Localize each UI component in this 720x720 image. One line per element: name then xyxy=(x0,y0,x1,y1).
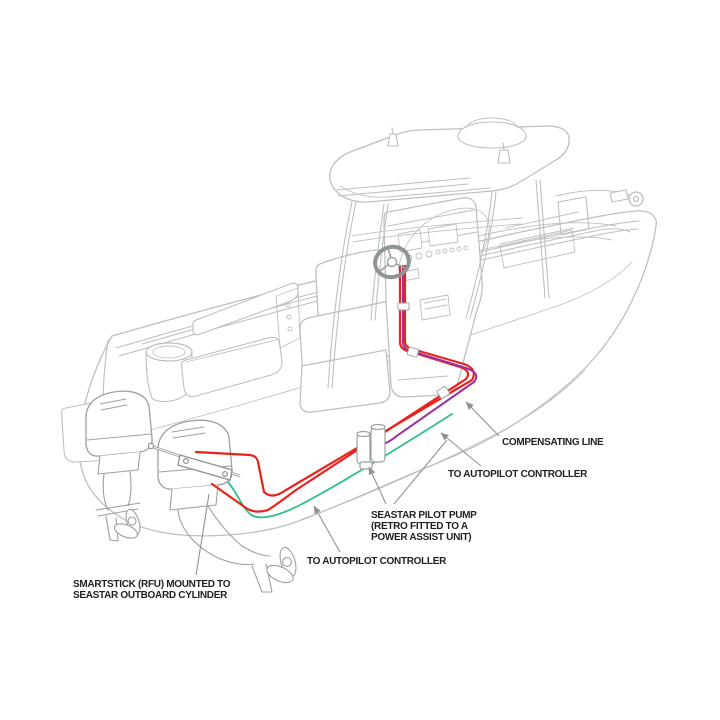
label-compensating-line: COMPENSATING LINE xyxy=(502,437,604,448)
steering-wheel xyxy=(373,244,411,280)
leader-seastar-pump-2 xyxy=(393,439,448,505)
svg-text:POWER ASSIST UNIT): POWER ASSIST UNIT) xyxy=(371,532,471,543)
leader-smartstick xyxy=(195,493,210,576)
antenna-mount xyxy=(387,127,399,147)
leader-autopilot-right xyxy=(440,432,482,467)
autopilot-line-green xyxy=(227,413,453,519)
boat-line-art xyxy=(61,117,657,593)
svg-text:(RETRO FITTED TO A: (RETRO FITTED TO A xyxy=(371,521,468,532)
label-smartstick: SMARTSTICK (RFU) MOUNTED TO SEASTAR OUTB… xyxy=(73,579,231,601)
radar-dome xyxy=(457,121,527,149)
t-top xyxy=(327,117,570,389)
antenna-mount xyxy=(497,142,511,164)
console-screen xyxy=(427,223,459,247)
anchor-roller xyxy=(628,191,644,207)
leader-compensating xyxy=(465,401,500,437)
label-seastar-pump: SEASTAR PILOT PUMP (RETRO FITTED TO A PO… xyxy=(371,510,477,543)
bow-area xyxy=(469,189,644,269)
svg-text:SEASTAR PILOT PUMP: SEASTAR PILOT PUMP xyxy=(371,510,477,521)
windshield xyxy=(397,207,490,271)
pilot-pump xyxy=(356,423,386,470)
svg-text:SMARTSTICK (RFU) MOUNTED TO: SMARTSTICK (RFU) MOUNTED TO xyxy=(73,579,231,590)
label-autopilot-bottom: TO AUTOPILOT CONTROLLER xyxy=(307,556,447,567)
smartstick-cylinder xyxy=(147,442,241,481)
helm-seat xyxy=(299,249,397,413)
outboard-engine-port xyxy=(85,390,153,542)
svg-text:SEASTAR OUTBOARD CYLINDER: SEASTAR OUTBOARD CYLINDER xyxy=(73,590,228,601)
leader-lines xyxy=(195,401,500,576)
label-autopilot-right: TO AUTOPILOT CONTROLLER xyxy=(448,469,588,480)
aft-deck xyxy=(145,282,301,403)
propeller xyxy=(114,508,141,539)
compensating-line-purple xyxy=(385,265,478,444)
propeller xyxy=(266,546,297,584)
hose-clips xyxy=(397,302,450,399)
leader-seastar-pump-1 xyxy=(368,466,387,505)
callout-labels: COMPENSATING LINE TO AUTOPILOT CONTROLLE… xyxy=(73,437,604,601)
leader-autopilot-bottom xyxy=(313,505,341,553)
